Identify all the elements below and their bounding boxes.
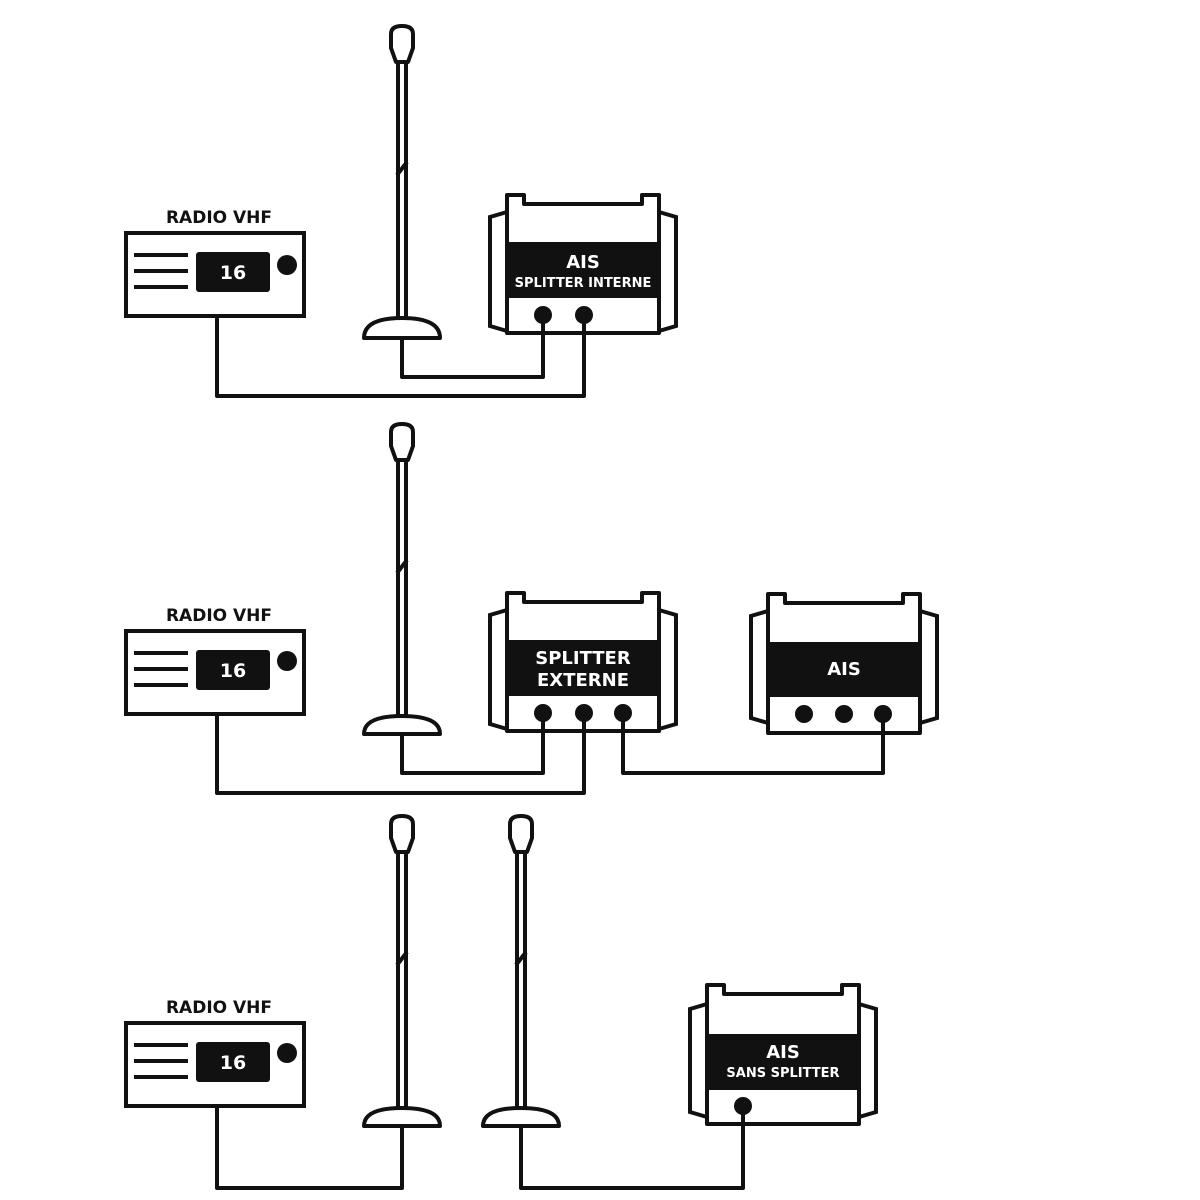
- antenna-cable: [400, 713, 545, 775]
- radio-label: RADIO VHF: [166, 606, 272, 626]
- scenario-external-splitter: RADIO VHF 16: [124, 422, 939, 795]
- radio-channel-display: 16: [220, 660, 246, 682]
- radio-cable: [215, 1106, 404, 1190]
- ais-antenna-cable: [519, 1106, 745, 1190]
- radio-label: RADIO VHF: [166, 998, 272, 1018]
- vhf-radio: RADIO VHF 16: [124, 998, 306, 1108]
- radio-icon: [124, 1021, 306, 1108]
- radio-channel-display: 16: [220, 1052, 246, 1074]
- ais-title: AIS: [566, 252, 600, 273]
- device-box-icon: [488, 193, 678, 335]
- ais-title: AIS: [766, 1042, 800, 1063]
- antenna-icon: [362, 422, 442, 736]
- ais-internal-splitter-box: AIS SPLITTER INTERNE: [488, 193, 678, 335]
- radio-label: RADIO VHF: [166, 208, 272, 228]
- device-box-icon: [749, 592, 939, 735]
- scenario-no-splitter: RADIO VHF 16: [124, 814, 878, 1190]
- radio-cable: [215, 713, 586, 795]
- radio-channel-display: 16: [220, 262, 246, 284]
- ais-subtitle: SPLITTER INTERNE: [515, 276, 652, 291]
- radio-icon: [124, 231, 306, 318]
- vhf-radio: RADIO VHF 16: [124, 208, 306, 318]
- splitter-title-line2: EXTERNE: [537, 670, 629, 691]
- connector-port-icon: [835, 705, 853, 723]
- external-splitter-box: SPLITTER EXTERNE: [488, 591, 678, 733]
- splitter-title-line1: SPLITTER: [535, 648, 631, 669]
- radio-icon: [124, 629, 306, 716]
- device-box-icon: [688, 983, 878, 1126]
- antenna-icon: [481, 814, 561, 1128]
- antenna-cable: [400, 315, 545, 379]
- scenario-internal-splitter: RADIO VHF 16: [124, 24, 678, 398]
- ais-no-splitter-box: AIS SANS SPLITTER: [688, 983, 878, 1126]
- antenna-icon: [362, 814, 442, 1128]
- ais-title: AIS: [827, 659, 861, 680]
- device-box-icon: [488, 591, 678, 733]
- ais-subtitle: SANS SPLITTER: [726, 1066, 839, 1081]
- ais-box: AIS: [749, 592, 939, 735]
- radio-cable: [215, 315, 586, 398]
- vhf-radio: RADIO VHF 16: [124, 606, 306, 716]
- connector-port-icon: [795, 705, 813, 723]
- antenna-icon: [362, 24, 442, 340]
- ais-cable: [621, 713, 885, 775]
